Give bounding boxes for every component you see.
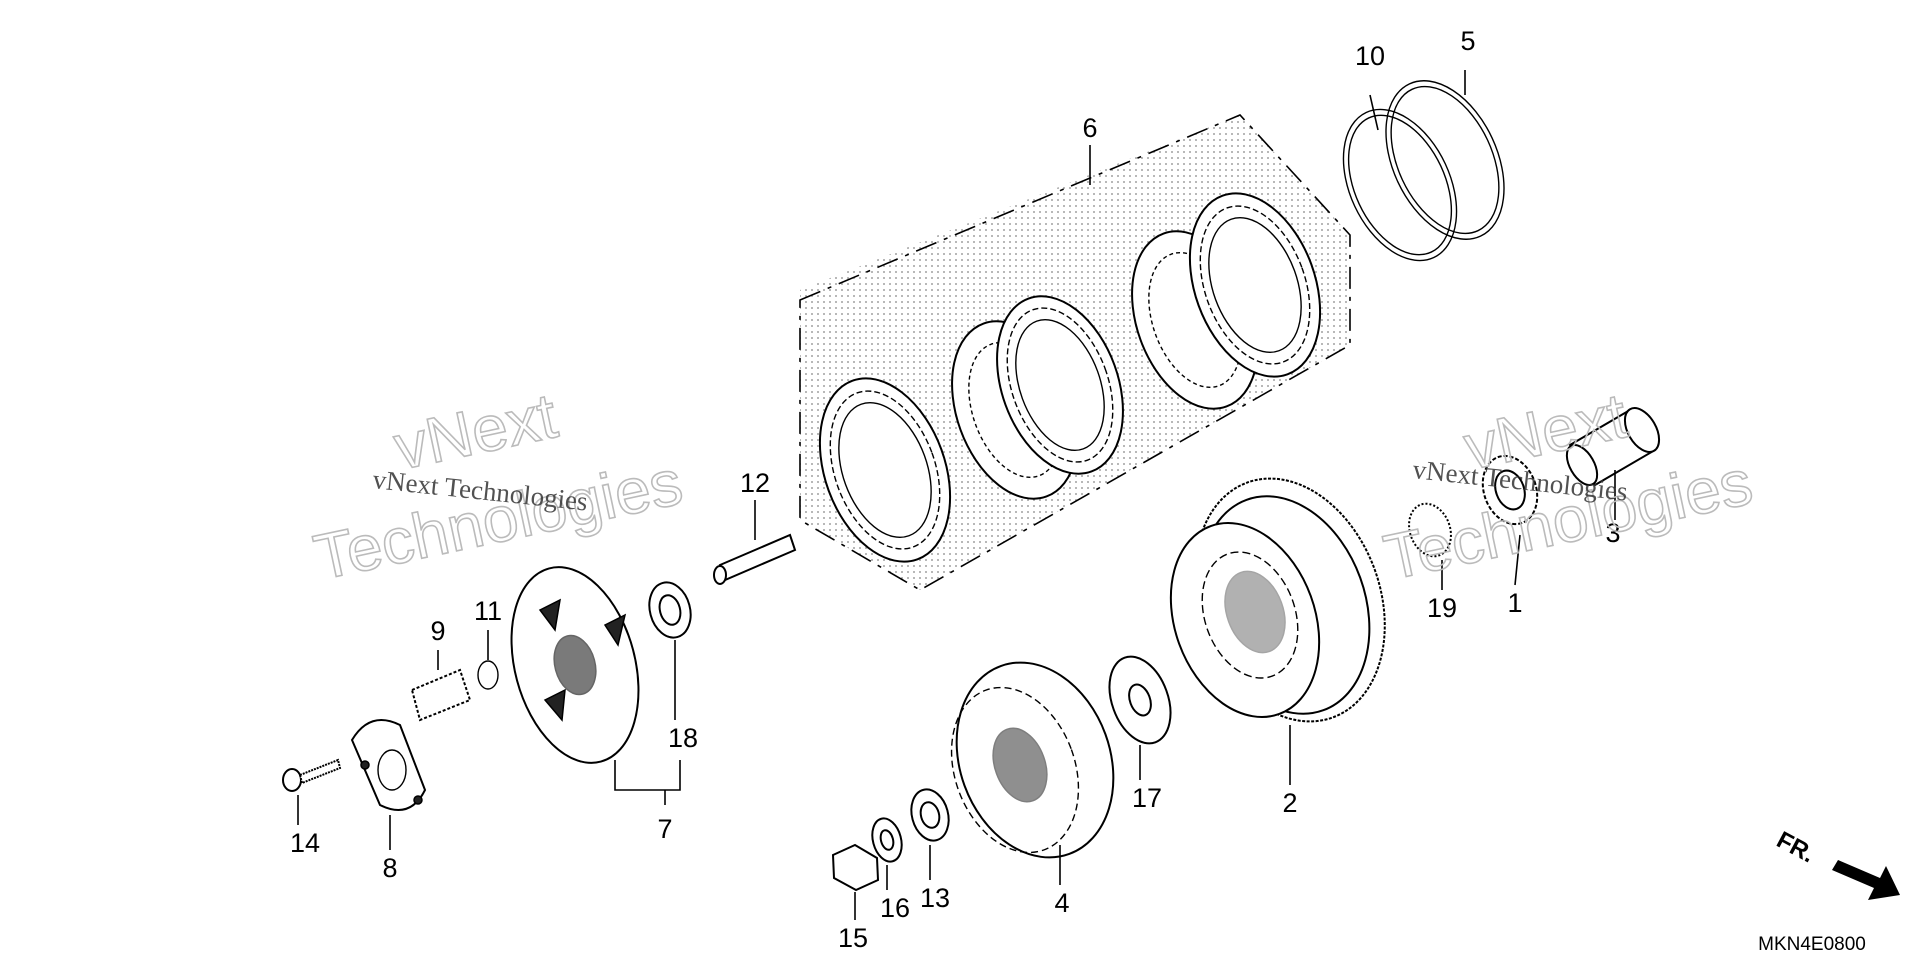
spacer-sleeve-3 — [1565, 407, 1661, 487]
part-number-3: 3 — [1605, 518, 1620, 548]
watermark-big-2: Technologies — [308, 446, 688, 594]
lock-nut-15 — [831, 843, 880, 892]
bearing-18 — [648, 581, 692, 639]
part-number-4: 4 — [1054, 888, 1069, 918]
washer-13 — [910, 788, 950, 842]
watermark-right: vNext Technologies vNext Technologies — [1377, 378, 1759, 594]
part-number-1: 1 — [1507, 588, 1522, 618]
part-number-12: 12 — [740, 468, 770, 498]
bolt-14 — [282, 758, 342, 792]
part-number-10: 10 — [1355, 41, 1385, 71]
part-number-16: 16 — [880, 893, 910, 923]
part-number-8: 8 — [382, 853, 397, 883]
part-number-5: 5 — [1460, 26, 1475, 56]
leader-lines — [297, 70, 1616, 920]
diagram-code: MKN4E0800 — [1758, 934, 1866, 955]
watermark-left: vNext Technologies vNext Technologies — [307, 378, 689, 594]
part-number-17: 17 — [1132, 783, 1162, 813]
washer-16 — [871, 817, 903, 863]
lifter-plate-8 — [350, 719, 427, 811]
front-direction-indicator: FR. — [1772, 826, 1900, 900]
part-number-7: 7 — [657, 814, 672, 844]
toothed-collar-1 — [1481, 454, 1539, 526]
part-number-9: 9 — [430, 616, 445, 646]
thrust-washer-17 — [1108, 655, 1172, 745]
part-number-14: 14 — [290, 828, 320, 858]
front-arrow-icon — [1832, 860, 1900, 900]
part-number-2: 2 — [1282, 788, 1297, 818]
lifter-rod-12 — [713, 533, 797, 585]
part-number-labels: 1 2 3 4 5 6 7 8 9 10 11 12 13 14 15 16 1… — [290, 26, 1621, 953]
snap-ring-11 — [477, 660, 499, 690]
friction-disc-1 — [818, 377, 952, 563]
part-number-11: 11 — [474, 596, 502, 626]
part-number-15: 15 — [838, 923, 868, 953]
clutch-outer-gear — [1169, 477, 1386, 723]
front-direction-label: FR. — [1772, 826, 1819, 868]
clutch-spring-9 — [410, 668, 472, 722]
part-number-13: 13 — [920, 883, 950, 913]
ring-5 — [1385, 80, 1505, 240]
part-number-19: 19 — [1427, 593, 1457, 623]
ring-10 — [1342, 108, 1458, 262]
friction-disc-2 — [996, 295, 1124, 475]
needle-bearing-19 — [1408, 502, 1452, 558]
part-number-6: 6 — [1082, 113, 1097, 143]
clutch-center — [950, 661, 1115, 859]
friction-disc-3 — [1188, 192, 1322, 378]
lifter-plate-assembly — [510, 566, 640, 764]
clutch-plate-pack — [799, 114, 1351, 591]
part-number-18: 18 — [668, 723, 698, 753]
